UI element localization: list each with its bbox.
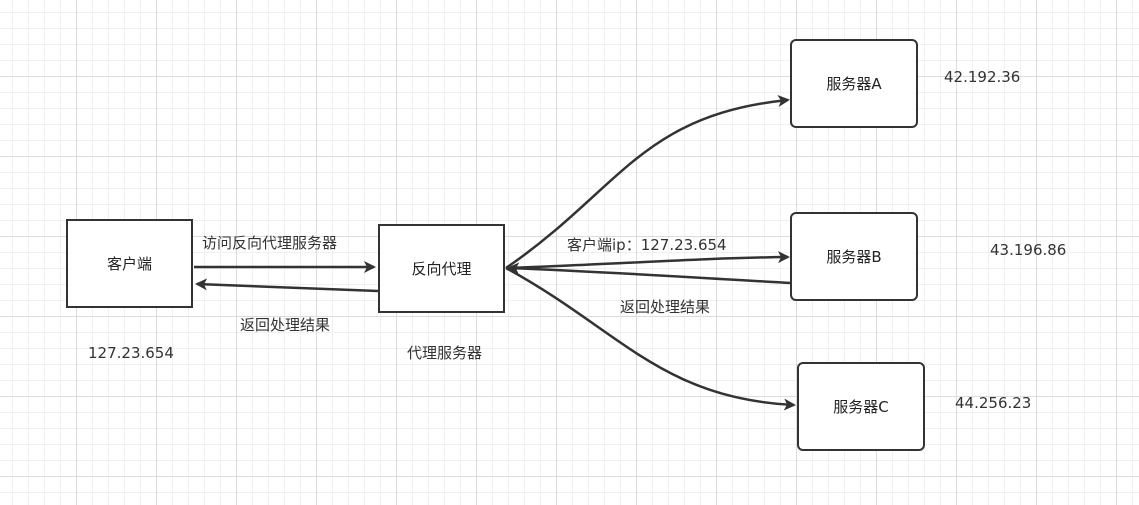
proxy-caption-label: 代理服务器	[407, 344, 483, 362]
server-b-node-label: 服务器B	[826, 248, 882, 266]
request-label: 访问反向代理服务器	[202, 234, 338, 252]
proxy-node: 反向代理	[378, 224, 505, 313]
forward-to-b-label: 客户端ip：127.23.654	[567, 236, 727, 254]
server-a-ip-label: 42.192.36	[944, 68, 1021, 86]
server-b-node: 服务器B	[790, 212, 918, 301]
response-from-servers-label: 返回处理结果	[620, 298, 711, 316]
edge-proxy-to-server-c	[505, 266, 796, 411]
client-node-label: 客户端	[106, 255, 152, 273]
edge-server-b-to-proxy	[507, 262, 793, 285]
edge-proxy-to-server-b	[509, 251, 790, 270]
server-a-node-label: 服务器A	[826, 75, 882, 93]
response-to-client-label: 返回处理结果	[240, 316, 331, 334]
server-c-node-label: 服务器C	[833, 398, 889, 416]
server-a-node: 服务器A	[790, 39, 918, 128]
client-ip-label: 127.23.654	[88, 344, 174, 362]
server-c-ip-label: 44.256.23	[955, 394, 1032, 412]
server-b-ip-label: 43.196.86	[990, 241, 1067, 259]
edge-proxy-to-server-a	[505, 95, 790, 270]
response-arrow-to-client	[195, 278, 379, 293]
client-node: 客户端	[66, 219, 193, 308]
proxy-node-label: 反向代理	[411, 260, 472, 278]
server-c-node: 服务器C	[797, 362, 925, 451]
